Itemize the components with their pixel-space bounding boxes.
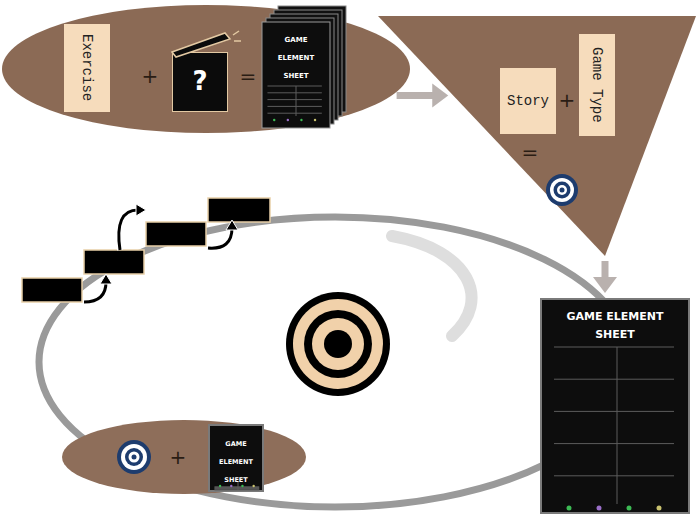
card-grid	[214, 487, 259, 488]
group-fill	[2, 5, 410, 133]
card-title: GAME ELEMENT SHEET	[278, 36, 314, 80]
card-grid	[267, 92, 321, 93]
card-mark	[627, 506, 632, 511]
card-title-area: GAME ELEMENT SHEET	[214, 432, 258, 486]
text-slot: +	[142, 65, 159, 88]
card-grid	[554, 475, 674, 476]
node-outline	[378, 16, 696, 256]
arrow-head	[593, 277, 617, 293]
sparkle	[233, 31, 241, 41]
group-ellipse: + = Exercise? GAME ELEMENT SHEET	[2, 5, 410, 133]
card-grid	[214, 490, 259, 491]
card-title-area: GAME ELEMENT SHEET	[546, 306, 684, 342]
operator-symbol: =	[240, 65, 257, 88]
text-slot: +	[559, 89, 576, 112]
card-grid	[214, 489, 259, 490]
text-slot: =	[522, 141, 539, 164]
operator-symbol: =	[522, 141, 539, 164]
card-mark	[219, 485, 221, 487]
card-mark	[252, 485, 254, 487]
element-card: GAME ELEMENT SHEET	[540, 298, 690, 514]
node-outline	[262, 6, 350, 128]
card-grid	[267, 99, 321, 100]
box-label: Exercise	[79, 34, 95, 101]
label-area: Story	[500, 68, 556, 134]
arrow-shaft	[397, 92, 435, 99]
card-mark	[300, 119, 302, 121]
card-stack: GAME ELEMENT SHEET	[262, 6, 350, 128]
ring-swoosh	[392, 236, 472, 336]
flow-arrow	[397, 84, 449, 108]
goal-icon	[117, 440, 151, 474]
group-fill	[378, 16, 696, 256]
group-ellipse: + GAME ELEMENT SHEET	[62, 420, 306, 494]
concept-box: Story	[500, 68, 556, 134]
box-label: Game Type	[589, 47, 605, 123]
card-grid	[267, 106, 321, 107]
card-mark	[567, 506, 572, 511]
concept-box: Exercise	[64, 24, 110, 112]
card-grid	[267, 113, 321, 114]
card-mark	[273, 119, 275, 121]
card-title: GAME ELEMENT SHEET	[219, 440, 253, 484]
text-slot: =	[240, 65, 257, 88]
label-area: Game Type	[579, 34, 615, 136]
card-grid	[554, 379, 674, 380]
card-mark	[657, 506, 662, 511]
operator-symbol: +	[170, 446, 187, 469]
element-card: GAME ELEMENT SHEET	[208, 424, 264, 492]
group-triangle: + = Story Game Type	[378, 16, 696, 256]
box-label: Story	[507, 93, 549, 109]
arrow-shaft	[602, 261, 609, 279]
card-mark	[287, 119, 289, 121]
card-grid	[554, 347, 674, 348]
label-area: Exercise	[64, 24, 110, 112]
card-grid	[554, 411, 674, 412]
group-fill	[62, 420, 306, 494]
card-grid	[617, 347, 618, 504]
goal-icon	[546, 174, 578, 206]
card-mark	[597, 506, 602, 511]
card-grid	[214, 488, 259, 489]
front-card	[262, 22, 330, 128]
card-grid	[296, 86, 297, 116]
operator-symbol: +	[142, 65, 159, 88]
card-grid	[554, 443, 674, 444]
card-title: GAME ELEMENT SHEET	[566, 310, 663, 341]
card-grid	[214, 486, 259, 487]
concept-box: Game Type	[579, 34, 615, 136]
card-grid	[267, 86, 321, 87]
card-title-area: GAME ELEMENT SHEET	[266, 28, 326, 82]
flow-arrow	[593, 261, 617, 293]
label-area: ?	[173, 53, 227, 111]
mystery-mark: ?	[192, 67, 207, 97]
center-target	[286, 292, 390, 396]
card-mark	[314, 119, 316, 121]
box-lid	[172, 33, 230, 57]
text-slot: +	[170, 446, 187, 469]
mystery-box: ?	[172, 52, 228, 112]
step-arrows	[84, 204, 238, 302]
card-mark	[241, 485, 243, 487]
operator-symbol: +	[559, 89, 576, 112]
staircase	[22, 198, 270, 302]
card-mark	[230, 485, 232, 487]
